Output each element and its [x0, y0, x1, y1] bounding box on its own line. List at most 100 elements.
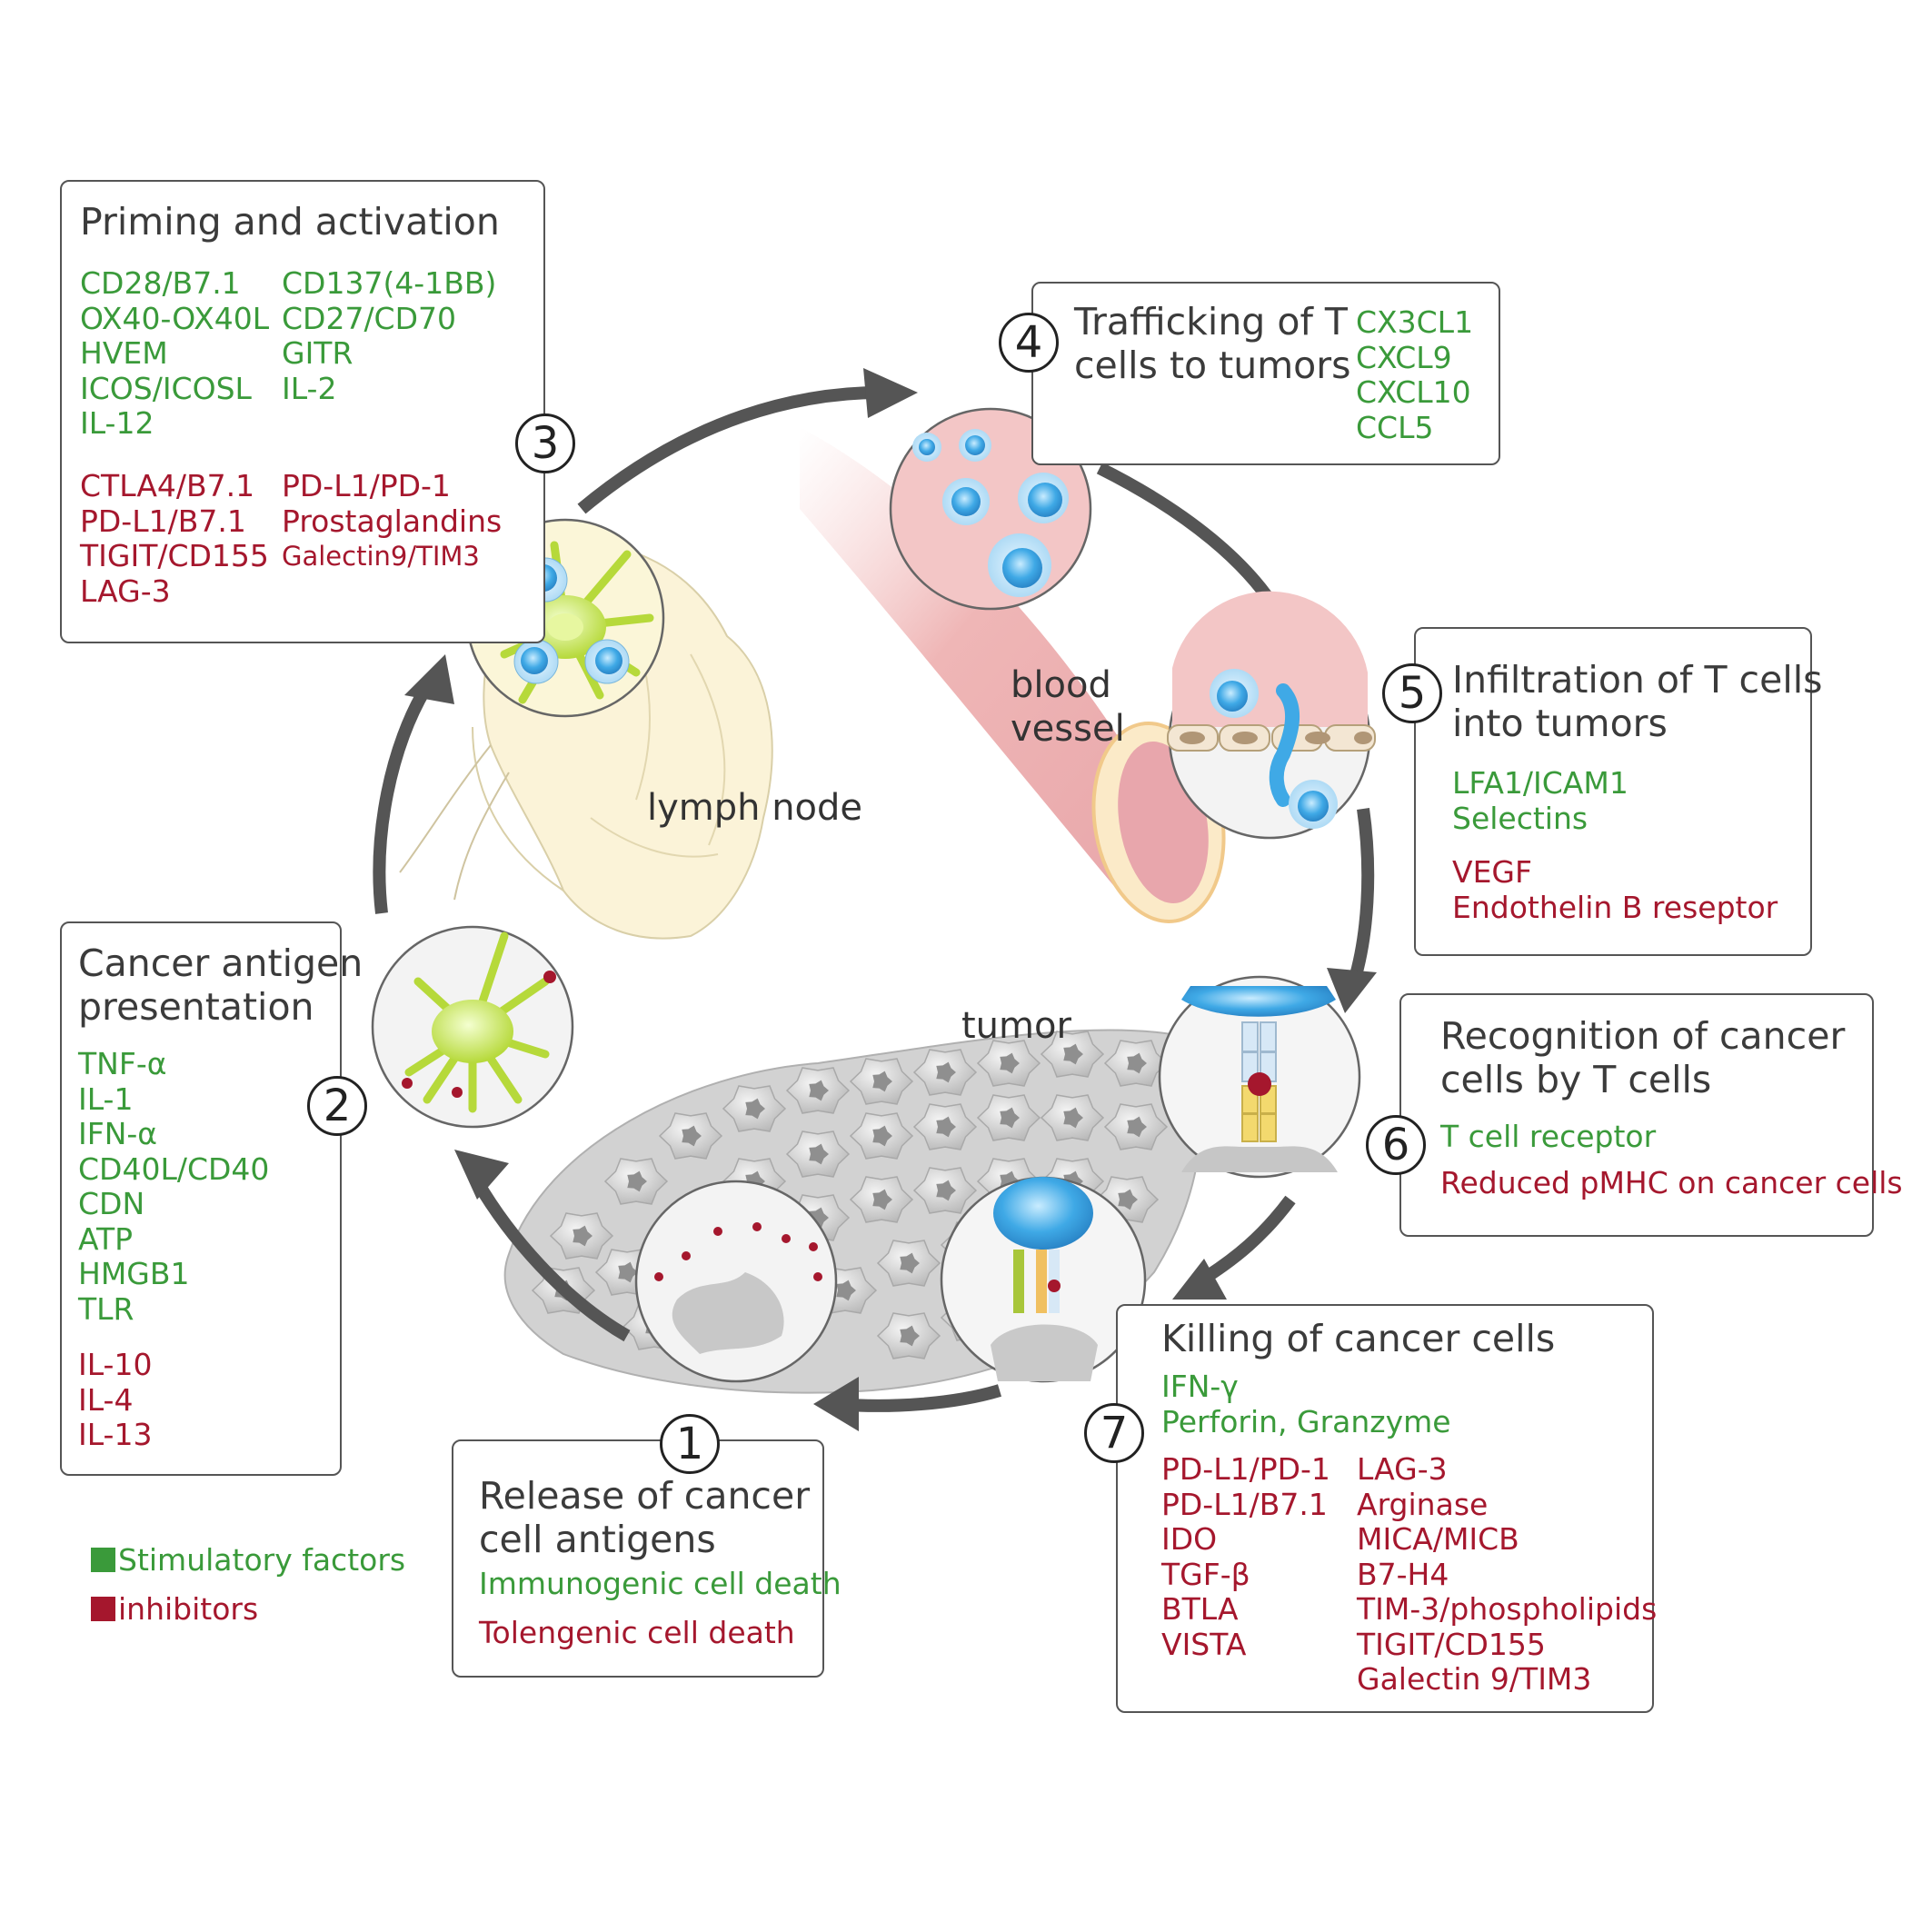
step-6-inhibitory: Reduced pMHC on cancer cells [1440, 1165, 1903, 1200]
list-item: LAG-3 [80, 573, 171, 609]
list-item: Prostaglandins [282, 503, 503, 539]
list-item: Galectin9/TIM3 [282, 541, 480, 572]
step-1-box [452, 1439, 824, 1678]
list-item: IDO [1161, 1521, 1218, 1557]
step-6-title-line2: cells by T cells [1440, 1058, 1712, 1101]
blood-vessel-label-line2: vessel [1011, 708, 1125, 750]
step-1-inhibitory: Tolengenic cell death [479, 1615, 795, 1650]
lymph-node-label: lymph node [647, 787, 863, 829]
step-3-inhibitory-col1: CTLA4/B7.1 PD-L1/B7.1 TIGIT/CD155 LAG-3 [80, 468, 269, 609]
tumor-cell-nucleus [900, 1252, 920, 1274]
step-2-title-line2: presentation [78, 985, 314, 1029]
step-7-inhibitory-col1: PD-L1/PD-1 PD-L1/B7.1 IDO TGF-β BTLA VIS… [1161, 1451, 1330, 1662]
inhibitors-legend-swatch [91, 1597, 115, 1621]
list-item: Endothelin B reseptor [1452, 889, 1778, 925]
tumor-cell-nucleus [745, 1098, 765, 1120]
list-item: B7-H4 [1357, 1556, 1449, 1592]
step-4-number: 4 [999, 313, 1059, 373]
step-6-number: 6 [1366, 1115, 1426, 1175]
blood-vessel-label-line1: blood [1011, 664, 1111, 706]
list-item: PD-L1/B7.1 [1161, 1486, 1328, 1522]
list-item: TIM-3/phospholipids [1357, 1591, 1658, 1627]
list-item: IL-2 [282, 370, 337, 406]
tumor-cell-nucleus [936, 1116, 956, 1138]
tumor-cell-nucleus [872, 1189, 892, 1210]
tumor-cell-nucleus [1063, 1107, 1083, 1129]
tumor-cell-nucleus [936, 1180, 956, 1201]
tumor-cell-nucleus [573, 1225, 593, 1247]
step-3-box [60, 180, 545, 643]
list-item: ATP [78, 1220, 134, 1257]
step-4-box [1031, 282, 1500, 465]
list-item: GITR [282, 335, 354, 371]
list-item: PD-L1/B7.1 [80, 503, 246, 539]
list-item: CXCL9 [1356, 339, 1452, 375]
list-item: CX3CL1 [1356, 304, 1474, 340]
list-item: BTLA [1161, 1591, 1239, 1627]
step-5-number: 5 [1382, 663, 1442, 723]
step-1-title-line1: Release of cancer [479, 1474, 811, 1518]
step-1-stimulatory: Immunogenic cell death [479, 1566, 842, 1601]
list-item: LAG-3 [1357, 1451, 1448, 1487]
tumor-cell-nucleus [809, 1080, 829, 1101]
step-7-inhibitory-col2: LAG-3 Arginase MICA/MICB B7-H4 TIM-3/pho… [1357, 1451, 1658, 1698]
tumor-cell-nucleus [618, 1261, 638, 1283]
list-item: TLR [78, 1290, 134, 1327]
tumor-cell-nucleus [1000, 1052, 1020, 1074]
list-item: IL-4 [78, 1381, 134, 1418]
tumor-label: tumor [961, 1005, 1071, 1047]
step-3-number: 3 [515, 413, 575, 473]
list-item: HMGB1 [78, 1256, 190, 1291]
list-item: IL-10 [78, 1347, 153, 1382]
step-5-box [1414, 627, 1812, 956]
list-item: MICA/MICB [1357, 1521, 1519, 1557]
step-2-box [60, 921, 342, 1476]
tumor-cell-nucleus [809, 1143, 829, 1165]
step-6-box [1399, 993, 1874, 1237]
tumor-cell-nucleus [1127, 1052, 1147, 1074]
list-item: OX40-OX40L [80, 300, 270, 336]
step-3-stimulatory-col1: CD28/B7.1 OX40-OX40L HVEM ICOS/ICOSL IL-… [80, 265, 270, 442]
list-item: CTLA4/B7.1 [80, 468, 255, 503]
circle-step-6-recognition [1158, 975, 1361, 1179]
list-item: PD-L1/PD-1 [282, 468, 451, 503]
list-item: CD137(4-1BB) [282, 265, 497, 301]
tumor-cell-nucleus [1000, 1107, 1020, 1129]
tumor-cell-nucleus [682, 1125, 702, 1147]
list-item: ICOS/ICOSL [80, 370, 252, 406]
step-7-box [1116, 1304, 1654, 1713]
step-4-title-line2: cells to tumors [1074, 344, 1351, 387]
tumor-cell-nucleus [1063, 1043, 1083, 1065]
step-2-title-line1: Cancer antigen [78, 941, 363, 985]
stimulatory-legend-label: Stimulatory factors [118, 1542, 406, 1578]
list-item: IFN-γ [1161, 1369, 1239, 1404]
list-item: LFA1/ICAM1 [1452, 765, 1628, 801]
list-item: Perforin, Granzyme [1161, 1403, 1451, 1439]
tumor-cell-nucleus [1118, 1189, 1138, 1210]
step-2-number: 2 [307, 1076, 367, 1136]
list-item: CD28/B7.1 [80, 265, 241, 301]
stimulatory-legend-swatch [91, 1548, 115, 1572]
step-3-stimulatory-col2: CD137(4-1BB) CD27/CD70 GITR IL-2 [282, 265, 497, 406]
step-1-number: 1 [660, 1414, 720, 1474]
list-item: CCL5 [1356, 409, 1434, 445]
list-item: TIGIT/CD155 [1357, 1626, 1546, 1662]
list-item: CXCL10 [1356, 374, 1471, 410]
list-item: IL-13 [78, 1417, 153, 1452]
list-item: VISTA [1161, 1626, 1247, 1662]
list-item: Galectin 9/TIM3 [1357, 1661, 1592, 1697]
tumor-cell-nucleus [627, 1170, 647, 1192]
tumor-cell-nucleus [872, 1071, 892, 1092]
list-item: IFN-α [78, 1116, 158, 1151]
inhibitors-legend-label: inhibitors [118, 1591, 259, 1627]
step-2-inhibitory: IL-10 IL-4 IL-13 [78, 1347, 153, 1453]
list-item: PD-L1/PD-1 [1161, 1451, 1330, 1487]
list-item: HVEM [80, 335, 168, 371]
step-4-title-line1: Trafficking of T [1074, 300, 1348, 344]
circle-step-7-killing [940, 1176, 1147, 1383]
step-7-number: 7 [1084, 1403, 1144, 1463]
step-4-stimulatory: CX3CL1 CXCL9 CXCL10 CCL5 [1356, 304, 1474, 445]
tumor-cell-nucleus [836, 1280, 856, 1301]
step-5-stimulatory: LFA1/ICAM1 Selectins [1452, 765, 1628, 836]
